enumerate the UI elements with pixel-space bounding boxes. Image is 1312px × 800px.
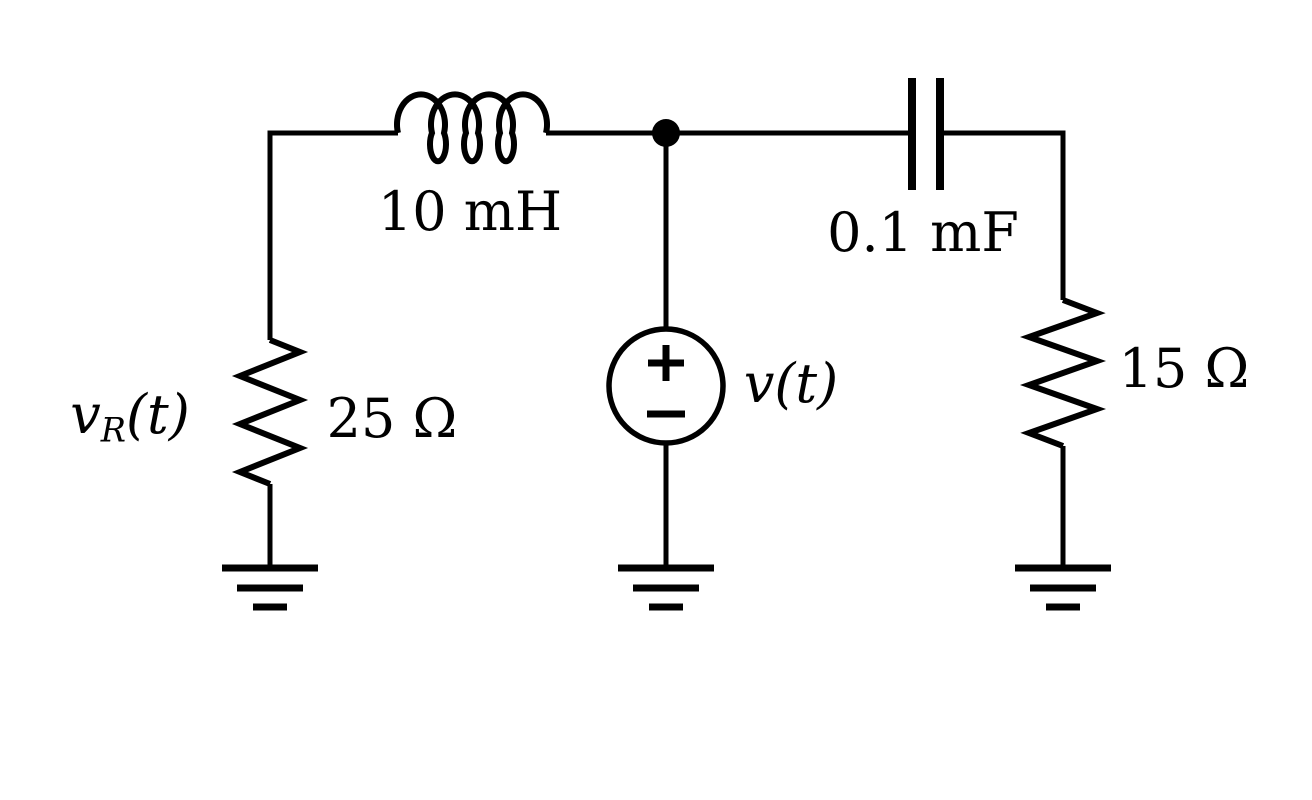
voltage-label-subscript: R	[100, 410, 126, 450]
wire-right-branch	[944, 130, 1066, 300]
source-label-args: (t)	[774, 352, 839, 415]
source-voltage-label: v(t)	[744, 357, 838, 411]
ground-symbol-right	[1015, 564, 1111, 611]
inductor-value-label: 10 mH	[377, 180, 563, 243]
ground-symbol-middle	[618, 564, 714, 611]
wire-left-branch	[267, 130, 398, 340]
resistor-right-value-label: 15 Ω	[1118, 337, 1250, 400]
voltage-label-args: (t)	[125, 383, 190, 446]
resistor-right-symbol	[1019, 297, 1107, 449]
ground-symbol-left	[222, 564, 318, 611]
resistor-left-voltage-label: vR(t)	[70, 388, 190, 447]
source-label-base: v	[743, 352, 775, 415]
capacitor-value-label: 0.1 mF	[827, 201, 1019, 264]
resistor-left-symbol	[231, 337, 309, 487]
plus-icon	[648, 345, 684, 381]
voltage-label-base: v	[70, 383, 101, 446]
inductor-symbol	[394, 91, 550, 165]
resistor-left-value-label: 25 Ω	[326, 387, 458, 450]
node-dot	[652, 119, 680, 147]
